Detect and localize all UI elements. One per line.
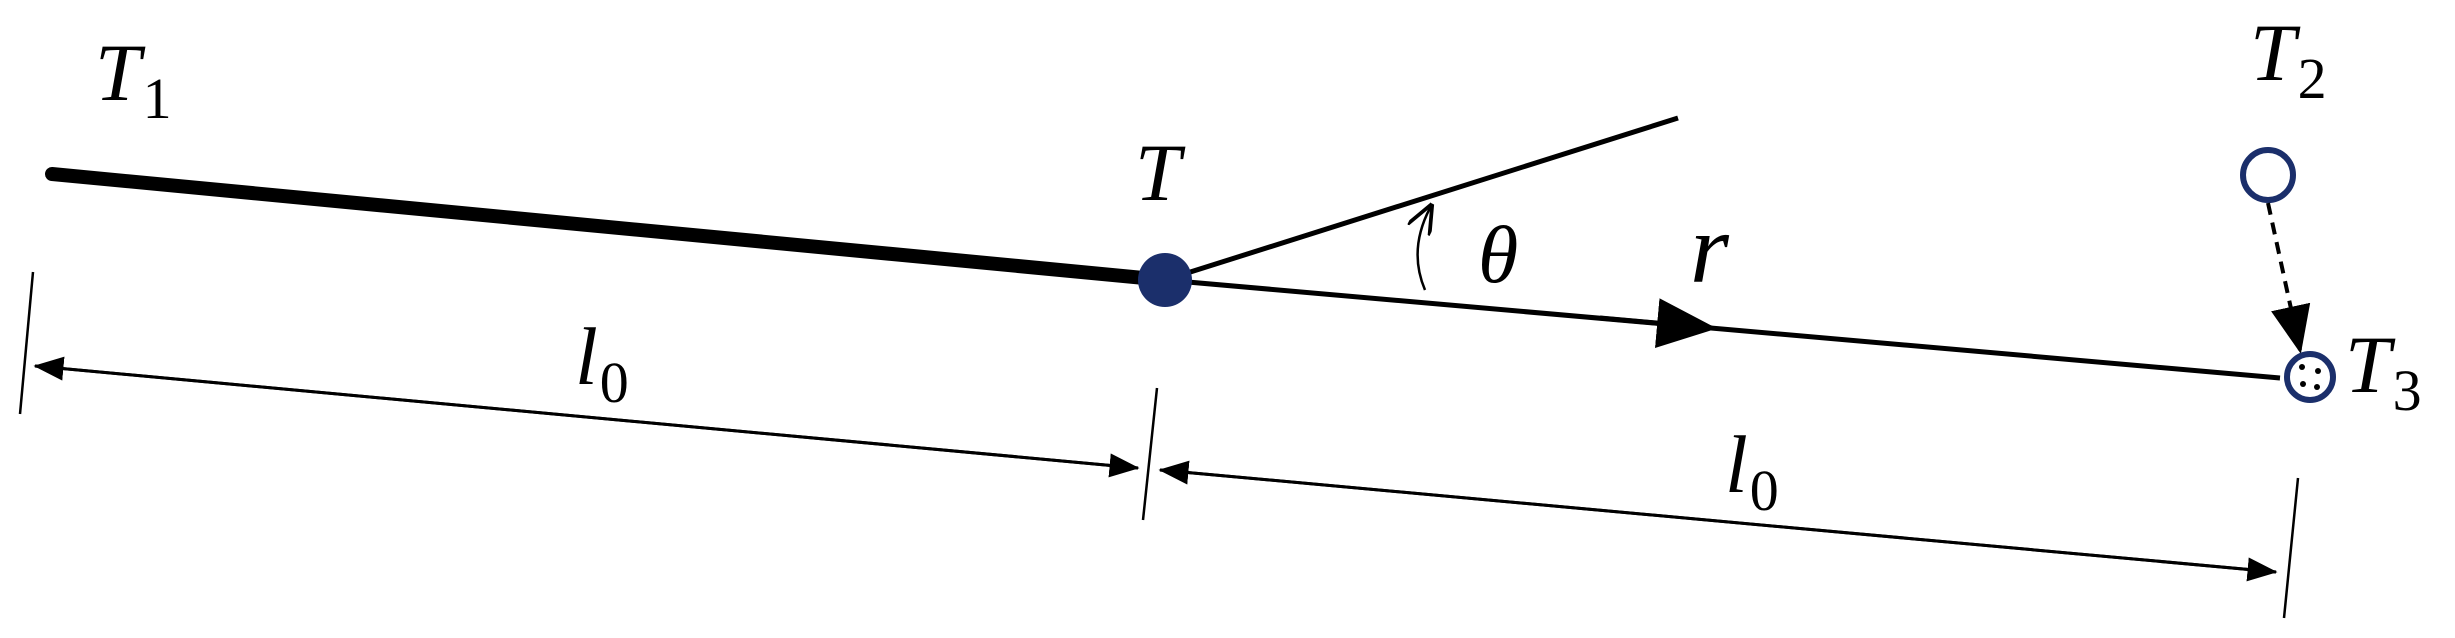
tick-left — [18, 271, 35, 415]
new-segment — [1164, 277, 2281, 381]
label-l0-right: l0 — [1725, 419, 1779, 523]
tick-middle — [1141, 387, 1159, 521]
label-t2: T2 — [2250, 7, 2327, 111]
label-theta: θ — [1478, 209, 1518, 300]
direction-arrow — [1599, 298, 1717, 349]
label-t1: T1 — [95, 27, 172, 131]
label-l0-left: l0 — [575, 311, 629, 415]
label-t3: T3 — [2345, 319, 2422, 423]
theta-arc — [1418, 208, 1430, 291]
label-r: r — [1690, 193, 1730, 304]
node-t — [1138, 253, 1192, 307]
node-t3 — [2284, 351, 2336, 403]
dimension-line-left-back — [34, 364, 1140, 478]
angle-line — [1164, 115, 1679, 283]
move-arrow — [2266, 202, 2311, 354]
dimension-line-right-back — [1159, 468, 2278, 582]
tick-right — [2282, 477, 2300, 619]
existing-segment — [45, 167, 1172, 287]
node-t3-dots — [2299, 364, 2321, 390]
label-t: T — [1135, 127, 1186, 218]
node-t2 — [2240, 147, 2296, 203]
